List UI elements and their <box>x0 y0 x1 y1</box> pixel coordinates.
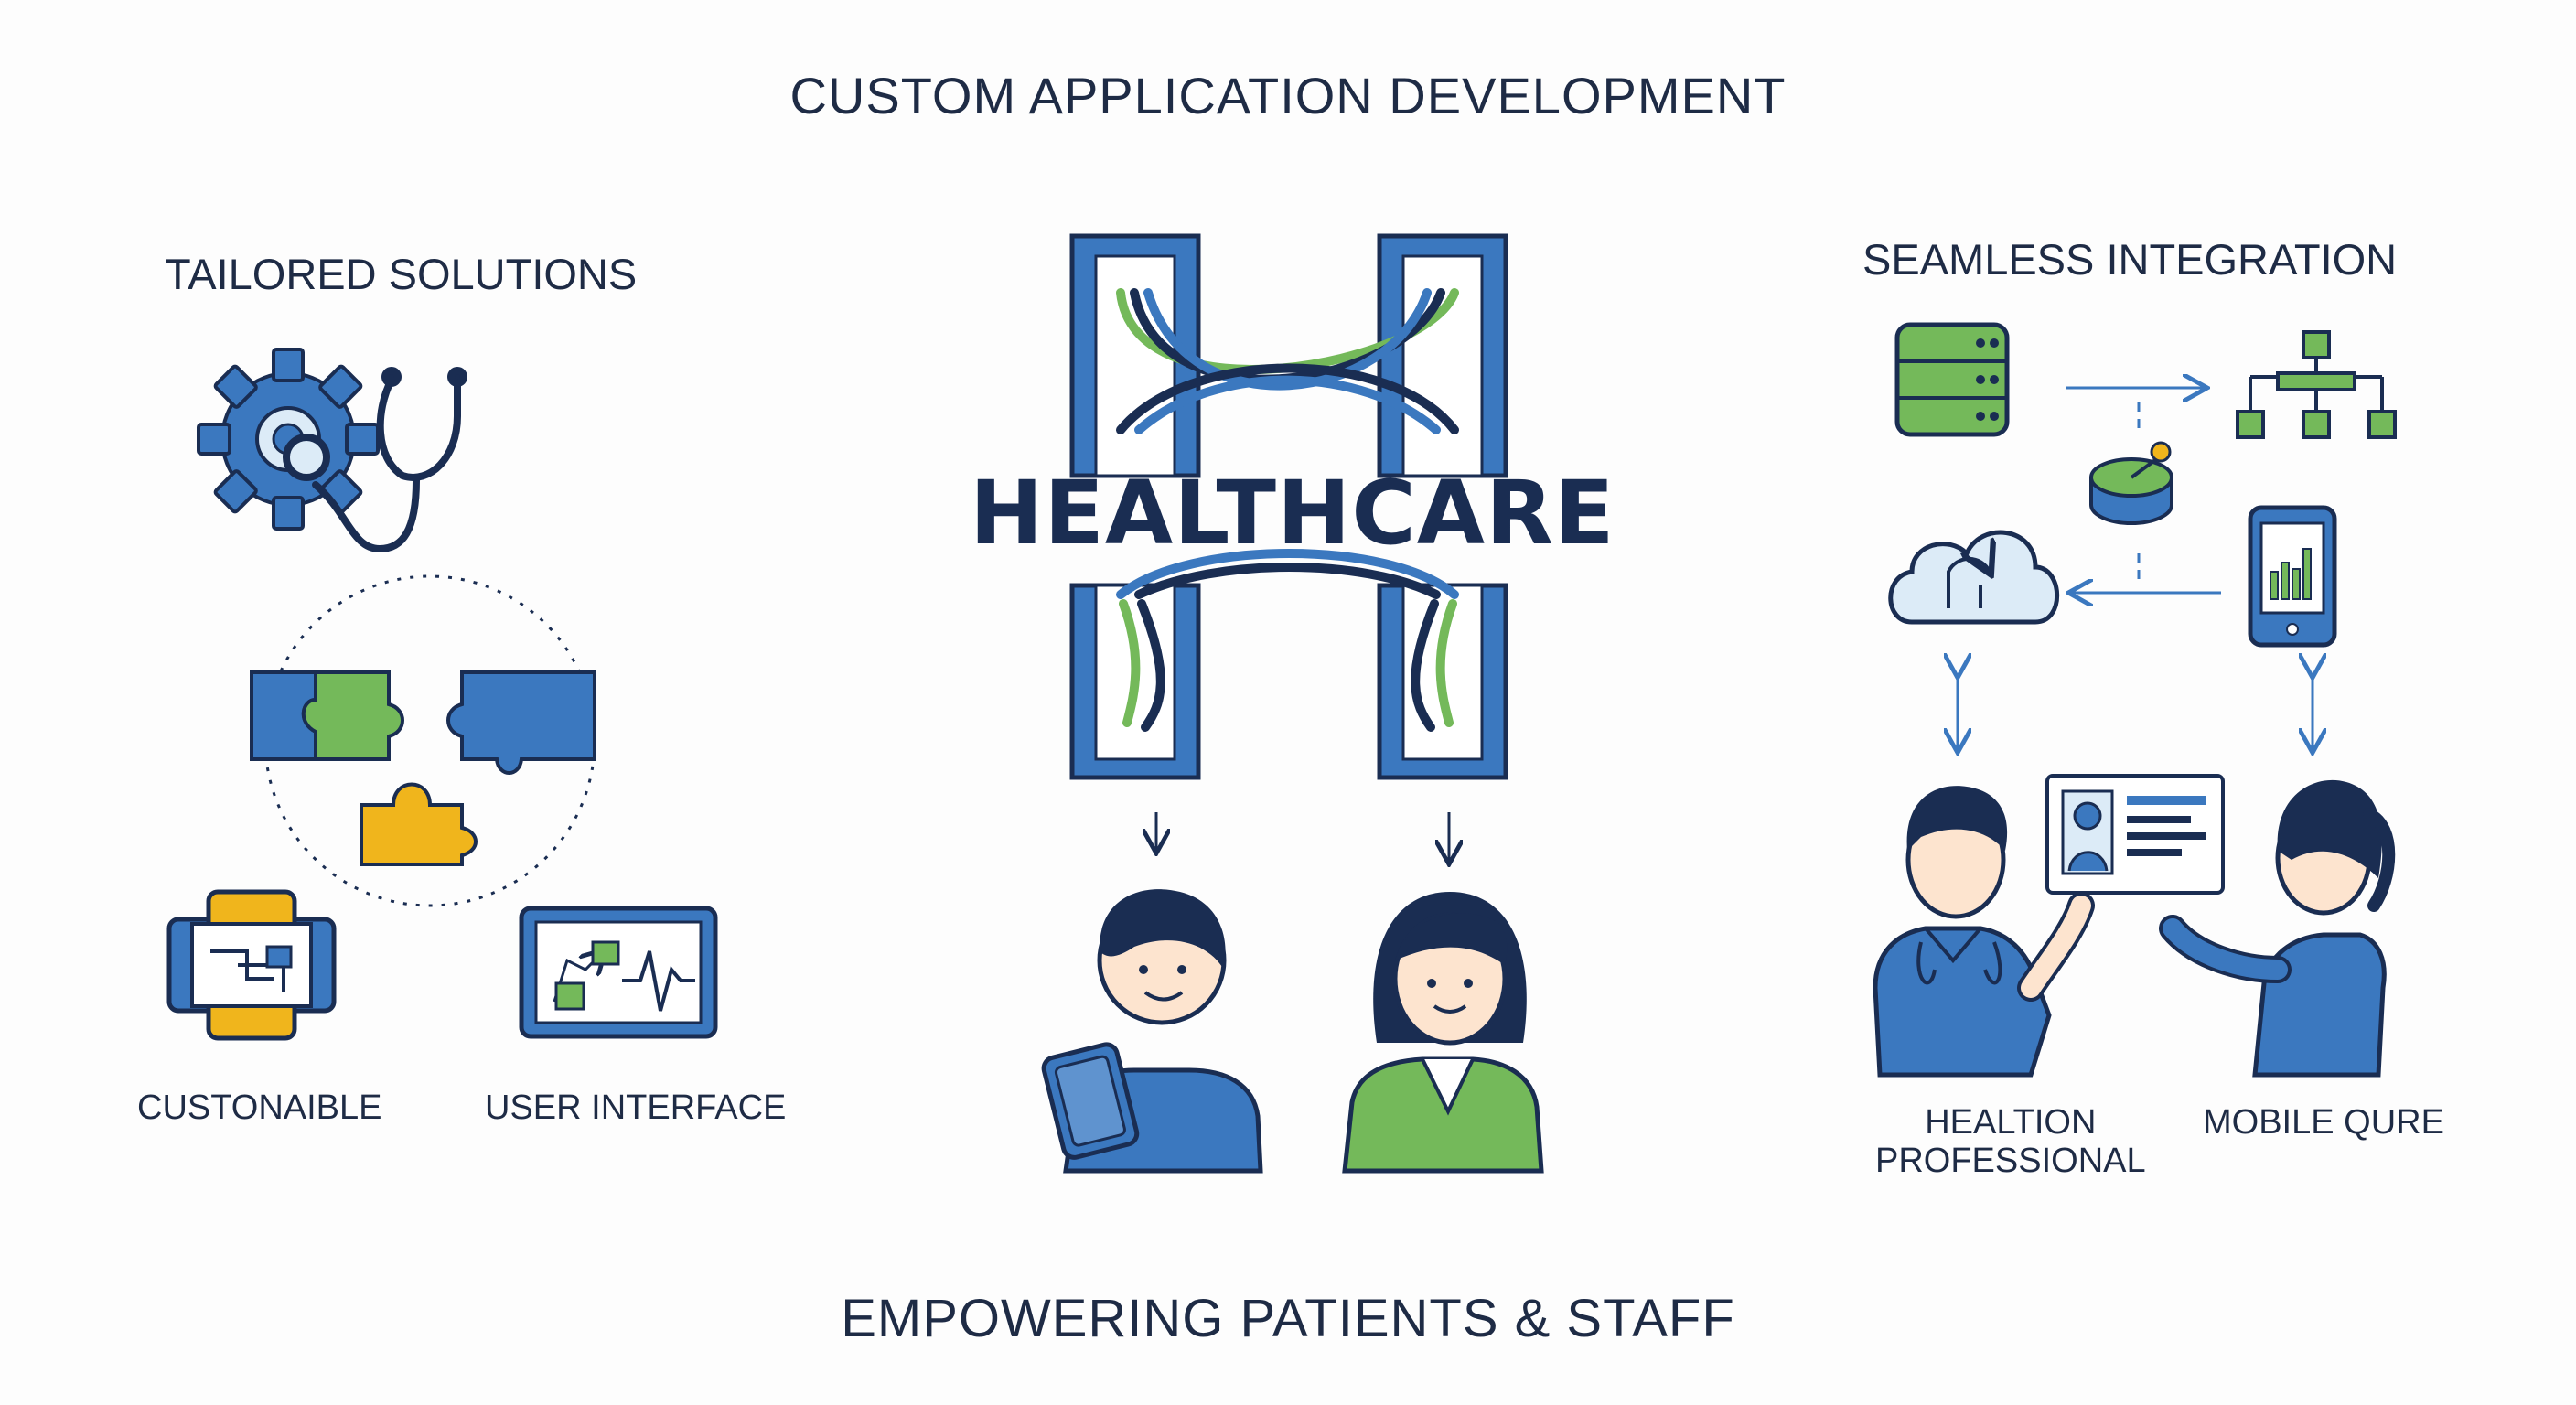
ui-monitor-icon <box>519 906 718 1039</box>
patient-male-figure <box>1041 889 1263 1174</box>
customizable-icon <box>166 889 337 1041</box>
stethoscope-icon <box>283 367 467 553</box>
gear-icon <box>197 348 380 531</box>
tablet-chart-icon <box>2248 505 2337 648</box>
page-title: CUSTOM APPLICATION DEVELOPMENT <box>789 67 1787 124</box>
seamless-integration-heading: SEAMLESS INTEGRATION <box>1862 235 2398 284</box>
arrow-icon <box>1958 388 2313 750</box>
arrow-icon <box>1156 812 1449 862</box>
patient-female-figure <box>1342 892 1544 1174</box>
healthcare-wordmark: HEALTHCARE <box>970 462 1615 564</box>
dial-icon <box>2089 441 2174 525</box>
hierarchy-icon <box>2236 330 2397 439</box>
footer-tagline: EMPOWERING PATIENTS & STAFF <box>841 1289 1735 1348</box>
puzzle-icon <box>250 574 596 907</box>
professional-label-line2: PROFESSIONAL <box>1875 1142 2146 1180</box>
mobile-care-figure <box>2159 779 2396 1078</box>
healthcare-professional-label: HEALTION PROFESSIONAL <box>1875 1103 2146 1180</box>
cloud-sync-icon <box>1888 530 2060 625</box>
customizable-label: CUSTONAIBLE <box>137 1089 382 1127</box>
tailored-solutions-heading: TAILORED SOLUTIONS <box>165 250 638 298</box>
patient-card-icon <box>2045 774 2225 895</box>
healthcare-h-logo <box>1069 233 1508 780</box>
database-icon <box>1894 322 2010 437</box>
professional-label-line1: HEALTION <box>1925 1103 2097 1142</box>
user-interface-label: USER INTERFACE <box>485 1089 787 1127</box>
healthcare-professional-figure <box>1873 786 2095 1078</box>
mobile-care-label: MOBILE QURE <box>2203 1103 2444 1142</box>
